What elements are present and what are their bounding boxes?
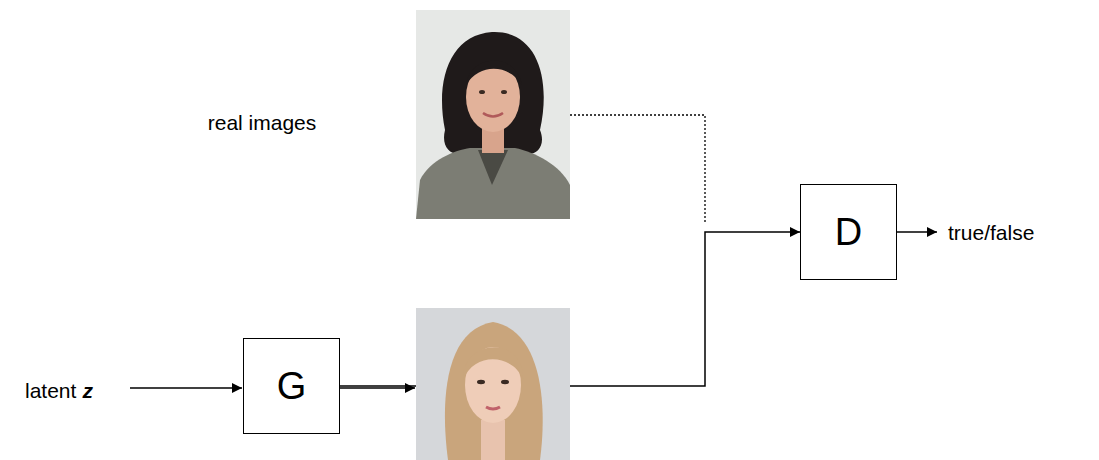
latent-variable: z bbox=[82, 378, 93, 403]
output-arrow bbox=[340, 387, 415, 389]
dotted-line bbox=[570, 115, 705, 223]
output-arrow bbox=[897, 231, 937, 233]
output-label: true/false bbox=[948, 220, 1034, 245]
discriminator-box: D bbox=[800, 184, 897, 280]
generated-face-photo bbox=[416, 308, 570, 460]
real-face-photo bbox=[416, 10, 570, 219]
input-label: real images bbox=[208, 110, 317, 135]
node-label: G bbox=[277, 367, 307, 405]
input-arrow bbox=[130, 387, 242, 389]
generator-box: G bbox=[243, 338, 340, 434]
node-label: D bbox=[835, 213, 862, 251]
input-label: latent bbox=[25, 378, 76, 403]
